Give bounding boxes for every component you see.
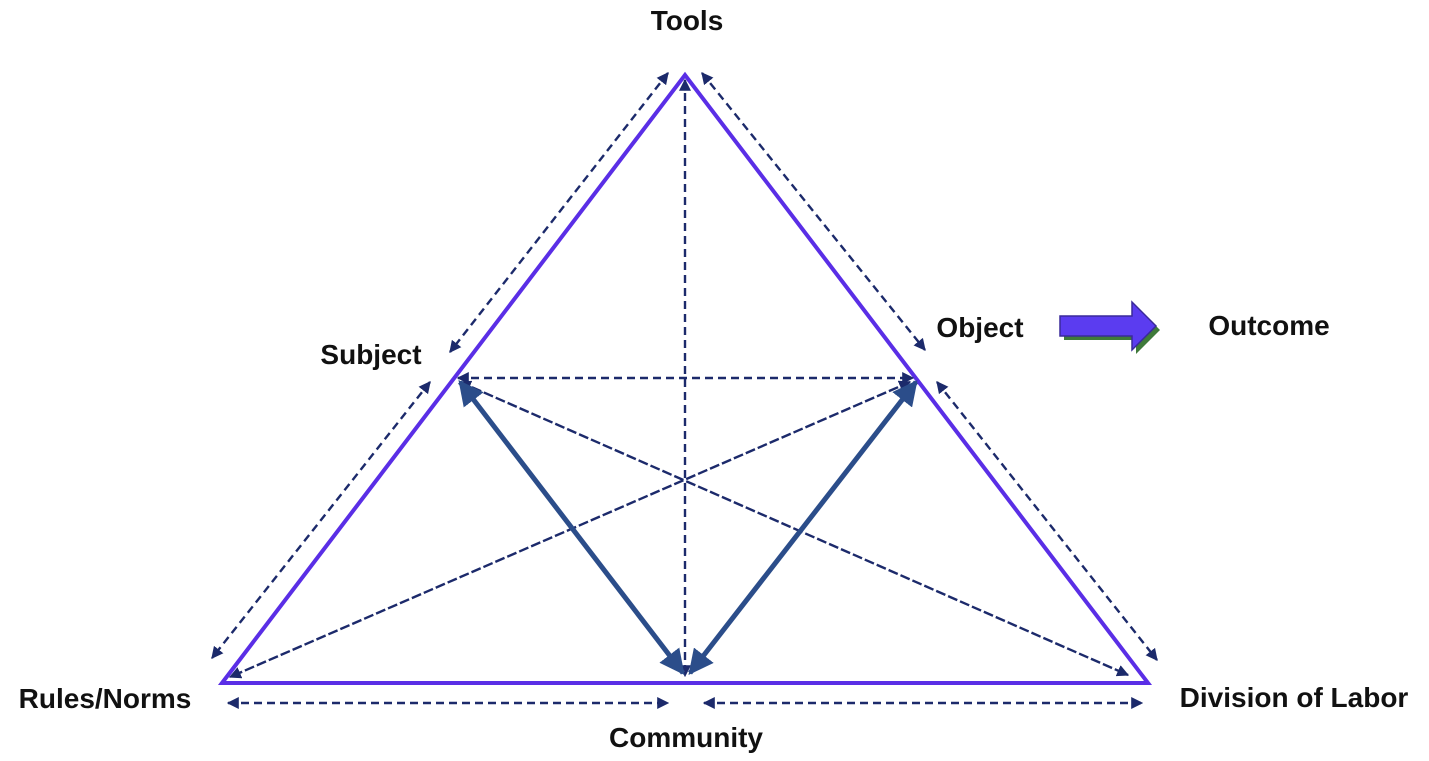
- label-community: Community: [609, 722, 763, 753]
- label-tools: Tools: [651, 5, 724, 36]
- label-outcome: Outcome: [1208, 310, 1329, 341]
- subject-division-arrow: [458, 380, 1130, 677]
- block-arrow-right-icon: [1059, 300, 1160, 354]
- label-object: Object: [936, 312, 1023, 343]
- tools-subject-outer-arrow: [449, 72, 669, 353]
- label-division-of-labor: Division of Labor: [1180, 682, 1409, 713]
- object-community-thick-arrow: [688, 380, 918, 675]
- tools-object-outer-arrow: [701, 72, 926, 351]
- object-division-outer-arrow: [936, 381, 1158, 661]
- label-rules-norms: Rules/Norms: [19, 683, 192, 714]
- label-subject: Subject: [320, 339, 421, 370]
- subject-community-thick-arrow: [458, 380, 685, 675]
- subject-rules-outer-arrow: [211, 381, 431, 659]
